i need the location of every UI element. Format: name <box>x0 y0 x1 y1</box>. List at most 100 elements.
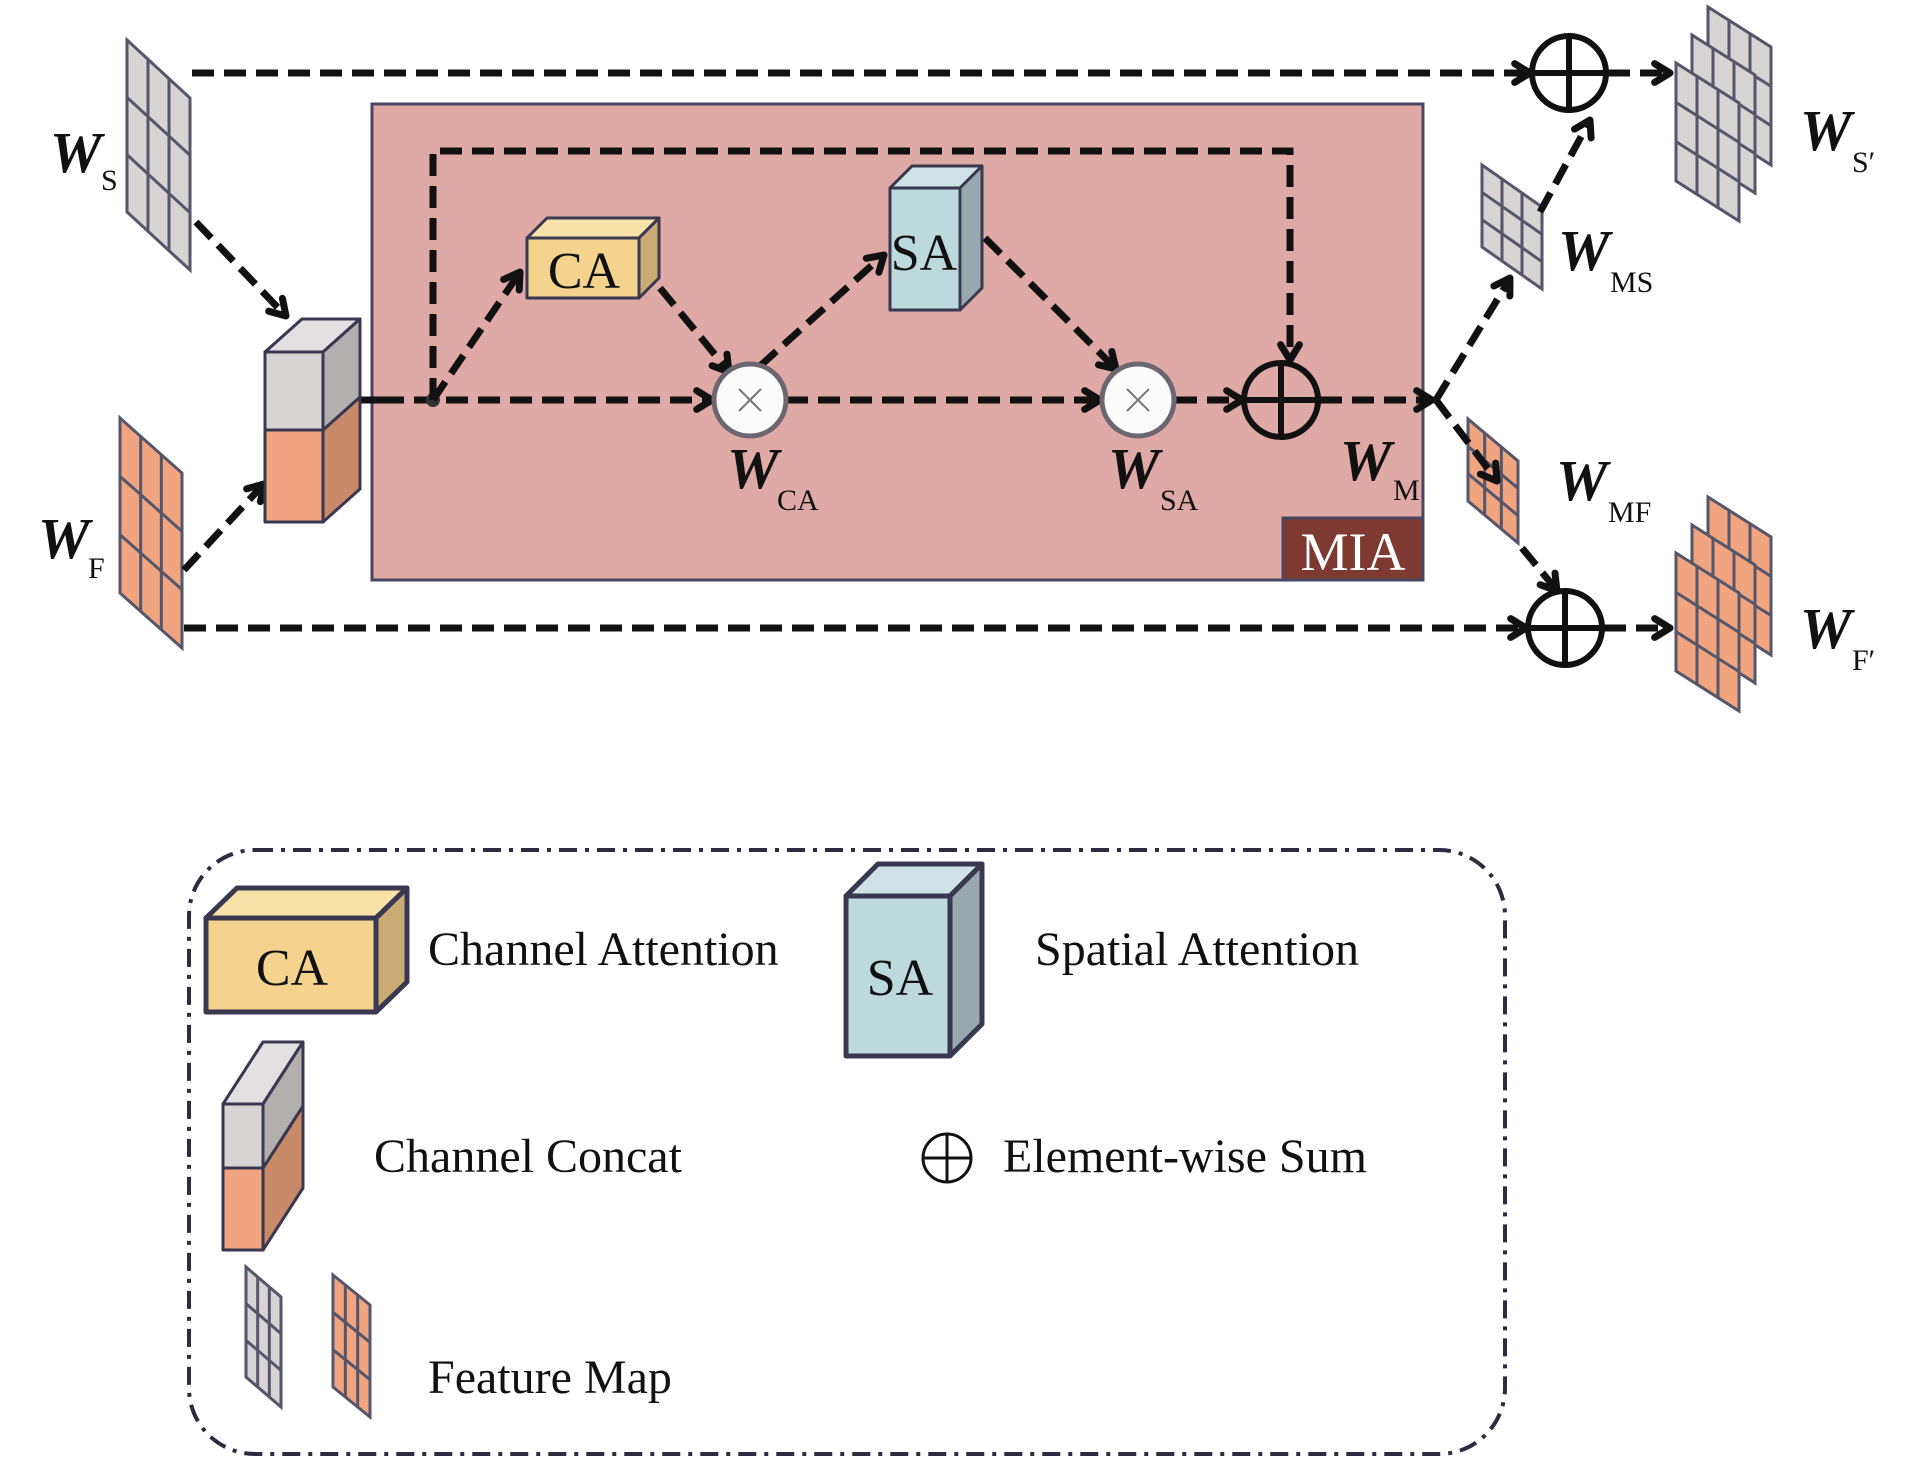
feature-map-grid-line <box>125 96 192 157</box>
label-wsa: W SA <box>1108 436 1199 517</box>
label-wmf: W MF <box>1556 448 1651 529</box>
legend-label-element-wise-sum: Element-wise Sum <box>1003 1130 1367 1183</box>
label-wms-main: W <box>1558 218 1613 283</box>
label-ws-prime: W S′ <box>1800 98 1875 179</box>
feature-map-grid-line <box>1481 191 1543 236</box>
feature-map-grid-line <box>1675 140 1740 183</box>
cube-front-face <box>221 1166 265 1252</box>
label-wm-sub: M <box>1393 474 1420 507</box>
multiply-icon <box>738 388 762 412</box>
sum-operator-mia <box>1241 360 1321 440</box>
feature-map-grid-line <box>119 533 183 591</box>
feature-map-grid-line <box>1467 472 1519 517</box>
feature-map-grid-line <box>245 1302 282 1335</box>
label-ws: W S <box>50 120 118 197</box>
label-wms: W MS <box>1558 218 1653 299</box>
arrowhead <box>1651 60 1674 86</box>
line-mult1-to-sa <box>757 255 883 369</box>
label-wm-main: W <box>1340 428 1395 493</box>
sa-block <box>888 164 984 312</box>
line-out-to-wms <box>1433 280 1511 402</box>
feature-map-grid-line <box>125 153 192 214</box>
multiply-operator-sa <box>1099 361 1177 439</box>
feature-map-grid-line <box>245 1339 282 1372</box>
arrowhead <box>1651 615 1674 641</box>
cube-front-face <box>203 915 379 1015</box>
label-wms-sub: MS <box>1610 266 1653 299</box>
label-wm: W M <box>1340 428 1420 507</box>
ca-block-label: CA <box>548 243 621 300</box>
legend-label-spatial-attention: Spatial Attention <box>1035 923 1359 976</box>
label-wf-prime-sub: F′ <box>1852 644 1875 677</box>
feature-map-ws <box>125 36 192 274</box>
mia-module-box <box>370 102 1425 582</box>
legend-sum-icon <box>921 1132 973 1184</box>
arrowhead <box>1490 274 1514 300</box>
legend-concat-upper <box>221 1040 305 1170</box>
line-residual-loop <box>429 147 1294 400</box>
blocks <box>263 164 984 524</box>
arrowhead <box>265 294 290 320</box>
feature-map-grid-line <box>332 1348 371 1381</box>
arrowhead <box>500 268 524 294</box>
feature-map-ws-prime-layer <box>1674 60 1741 224</box>
label-ws-main: W <box>50 120 105 185</box>
cube-side-face <box>947 861 985 1059</box>
legend-label-feature-map: Feature Map <box>428 1351 672 1404</box>
line-out-to-wmf <box>1433 397 1498 481</box>
mia-badge-label: MIA <box>1301 522 1406 582</box>
legend-feature-map-orange <box>331 1271 372 1421</box>
arrowhead <box>1413 387 1436 413</box>
cube-front-face <box>263 428 325 524</box>
concat-block-upper <box>263 317 362 432</box>
label-wsa-sub: SA <box>1160 484 1199 517</box>
cube-front-face <box>221 1102 265 1170</box>
legend-feature-map-gray <box>244 1263 283 1411</box>
legend-graphics <box>203 861 985 1421</box>
cube-side-face <box>958 164 984 312</box>
legend-label-channel-concat: Channel Concat <box>374 1130 683 1183</box>
cube-front-face <box>525 236 641 300</box>
line-wf-to-concat <box>181 483 265 573</box>
label-wmf-main: W <box>1556 448 1611 513</box>
feature-map-grid-line <box>119 475 183 533</box>
feature-map-grid-line <box>1675 101 1740 144</box>
sa-block-label: SA <box>891 225 958 282</box>
label-ws-prime-sub: S′ <box>1852 146 1875 179</box>
feature-map-wf <box>118 414 184 652</box>
feature-map-grid-line <box>1675 591 1740 634</box>
line-to-ca <box>430 273 521 402</box>
label-wf-prime-main: W <box>1800 596 1855 661</box>
multiply-icon <box>1126 388 1150 412</box>
label-wca-main: W <box>727 436 782 501</box>
arrowhead <box>1570 116 1595 142</box>
sum-operator-ws <box>1529 33 1609 113</box>
arrowhead <box>1277 341 1303 364</box>
feature-map-face <box>118 414 184 652</box>
label-wca: W CA <box>727 436 819 517</box>
legend-ca-cube <box>203 885 410 1015</box>
feature-map-grid-line <box>1481 218 1543 263</box>
feature-map-wf-prime-layer <box>1674 550 1741 714</box>
feature-maps <box>118 4 1773 714</box>
feature-map-grid-line <box>332 1311 371 1344</box>
label-ws-sub: S <box>101 164 118 197</box>
feature-map-face <box>331 1271 372 1421</box>
cube-top-face <box>203 885 410 921</box>
cube-top-face <box>525 216 661 240</box>
multiply-operator-ca <box>711 361 789 439</box>
feature-map-wms <box>1480 162 1544 292</box>
label-wsa-main: W <box>1108 436 1163 501</box>
legend-ca-icon-label: CA <box>256 940 329 997</box>
legend-sa-cube <box>843 861 985 1059</box>
legend-sa-icon-label: SA <box>867 950 934 1007</box>
arrowhead <box>862 251 888 276</box>
legend-label-channel-attention: Channel Attention <box>428 923 779 976</box>
label-wca-sub: CA <box>777 484 819 517</box>
line-wms-to-sum <box>1536 122 1592 214</box>
feature-map-face <box>244 1263 283 1411</box>
arrowhead <box>1476 459 1501 485</box>
feature-map-grid-line <box>1675 630 1740 673</box>
